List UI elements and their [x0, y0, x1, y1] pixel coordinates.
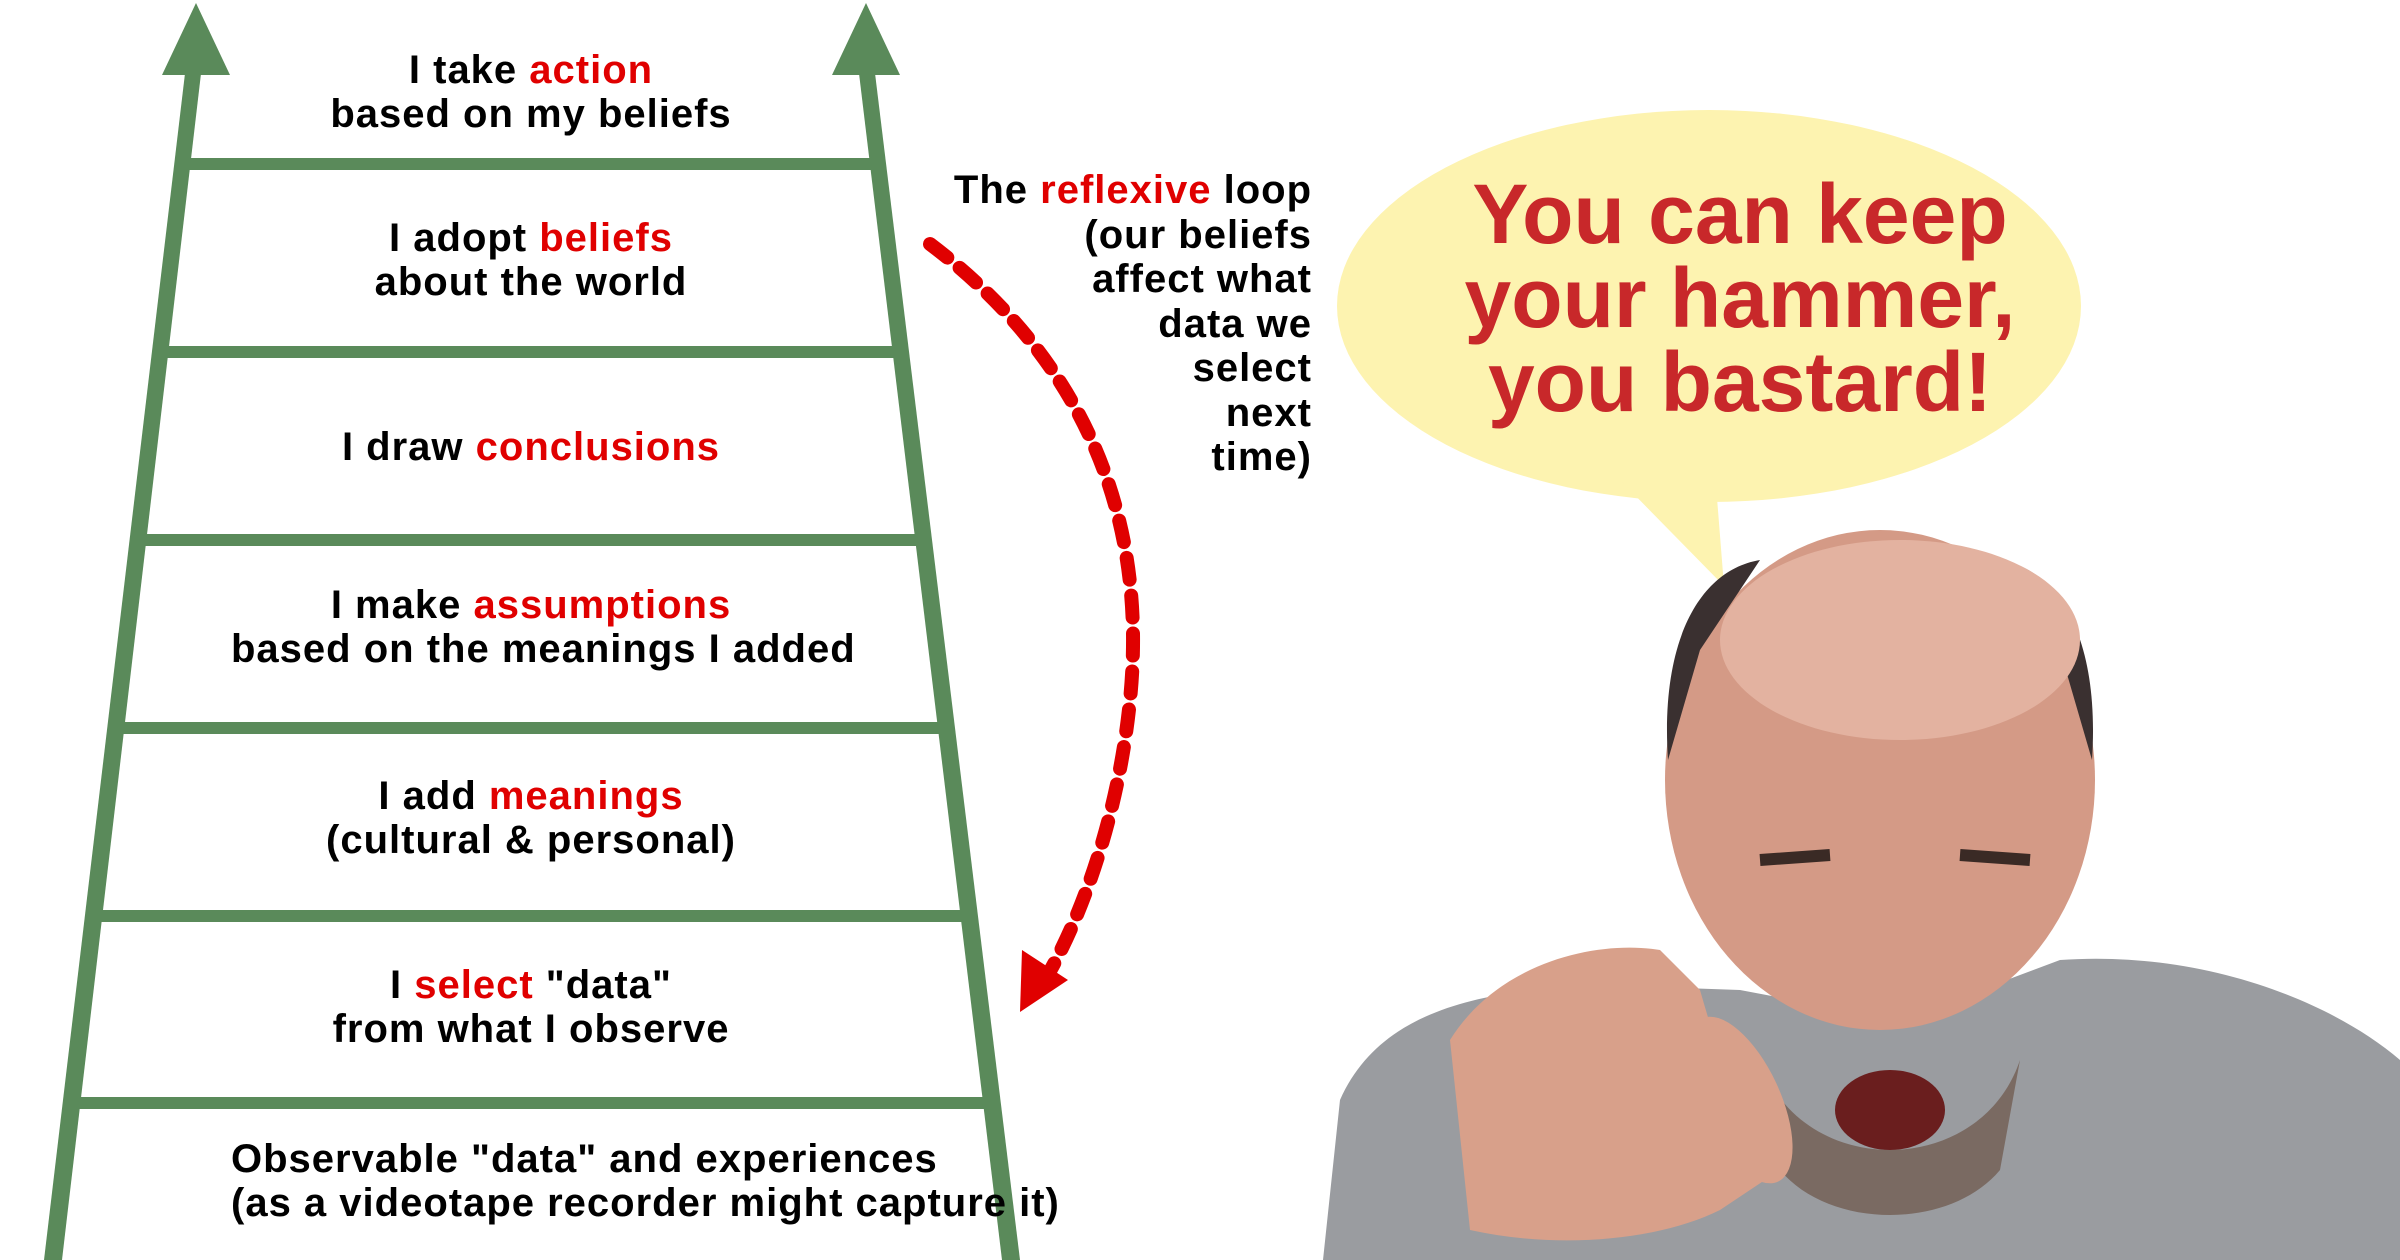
ladder-step-7: Observable "data" and experiences(as a v… [231, 1137, 1059, 1225]
step-text: (as a videotape recorder might capture i… [231, 1181, 1060, 1225]
loop-caption-line: select [954, 346, 1312, 391]
step-text: I take [408, 48, 530, 92]
highlight-keyword: select [414, 963, 534, 1007]
caption-text: select [1192, 346, 1312, 390]
reflexive-loop-arrow [923, 237, 1140, 1012]
step-text: I adopt [389, 216, 540, 260]
step-line: I add meanings [231, 774, 831, 818]
step-line: I draw conclusions [231, 425, 831, 469]
step-text: from what I observe [332, 1007, 730, 1051]
caption-text: The [953, 168, 1041, 212]
step-line: based on the meanings I added [231, 627, 855, 671]
step-line: I take action [231, 48, 831, 92]
step-text: I [390, 963, 415, 1007]
caption-text: time) [1211, 435, 1312, 479]
step-text: Observable "data" and experiences [231, 1137, 938, 1181]
step-text: about the world [374, 260, 688, 304]
loop-caption-line: (our beliefs [954, 213, 1312, 258]
step-text: based on the meanings I added [231, 627, 856, 671]
caption-text: next [1225, 390, 1312, 435]
ladder-rung [157, 346, 904, 358]
bubble-line: You can keep [1472, 167, 2008, 261]
step-line: from what I observe [231, 1007, 831, 1051]
highlight-keyword: action [529, 48, 654, 92]
caption-text: (our beliefs [1084, 212, 1312, 257]
step-line: I make assumptions [231, 583, 831, 627]
step-line: about the world [231, 260, 831, 304]
left-rail-arrowhead-icon [162, 3, 230, 75]
ladder-rung [71, 1097, 993, 1109]
step-line: (cultural & personal) [231, 818, 831, 862]
ladder-rung [178, 158, 882, 170]
speech-bubble [1337, 110, 2081, 586]
ladder-step-5: I add meanings(cultural & personal) [231, 774, 831, 862]
caption-text: affect what [1092, 257, 1312, 301]
ladder-step-3: I draw conclusions [231, 425, 831, 469]
loop-caption-line: data we [954, 302, 1312, 347]
highlight-keyword: assumptions [473, 583, 732, 627]
step-text: I add [378, 774, 489, 818]
step-text: I make [330, 583, 474, 627]
step-line: Observable "data" and experiences [231, 1137, 937, 1181]
loop-caption-line: time) [954, 435, 1312, 480]
step-line: based on my beliefs [231, 92, 831, 136]
ladder-step-6: I select "data"from what I observe [231, 963, 831, 1051]
highlight-keyword: meanings [488, 774, 684, 818]
right-rail [858, 65, 1020, 1260]
step-text: "data" [533, 963, 672, 1007]
highlight-keyword: beliefs [539, 216, 673, 260]
step-line: I adopt beliefs [231, 216, 831, 260]
bubble-line: your hammer, [1464, 251, 2016, 345]
bubble-line: you bastard! [1487, 335, 1993, 429]
ladder-rung [93, 910, 971, 922]
step-line: (as a videotape recorder might capture i… [231, 1181, 1059, 1225]
ladder-rung [114, 722, 949, 734]
loop-caption-line: next [954, 391, 1312, 436]
angry-man-photo [1323, 530, 2400, 1260]
loop-caption-line: affect what [954, 257, 1312, 302]
highlight-keyword: conclusions [475, 425, 721, 469]
step-text: I draw [341, 425, 476, 469]
caption-text: data we [1158, 301, 1312, 346]
highlight-keyword: reflexive [1040, 168, 1212, 212]
ladder-rung [135, 534, 927, 546]
step-text: based on my beliefs [330, 92, 732, 136]
step-text: (cultural & personal) [326, 818, 736, 862]
step-line: I select "data" [231, 963, 831, 1007]
arrowhead-icon [1020, 950, 1068, 1012]
loop-caption-line: The reflexive loop [954, 168, 1312, 213]
right-rail-arrowhead-icon [832, 3, 900, 75]
caption-text: loop [1211, 168, 1312, 212]
left-rail [44, 65, 202, 1260]
